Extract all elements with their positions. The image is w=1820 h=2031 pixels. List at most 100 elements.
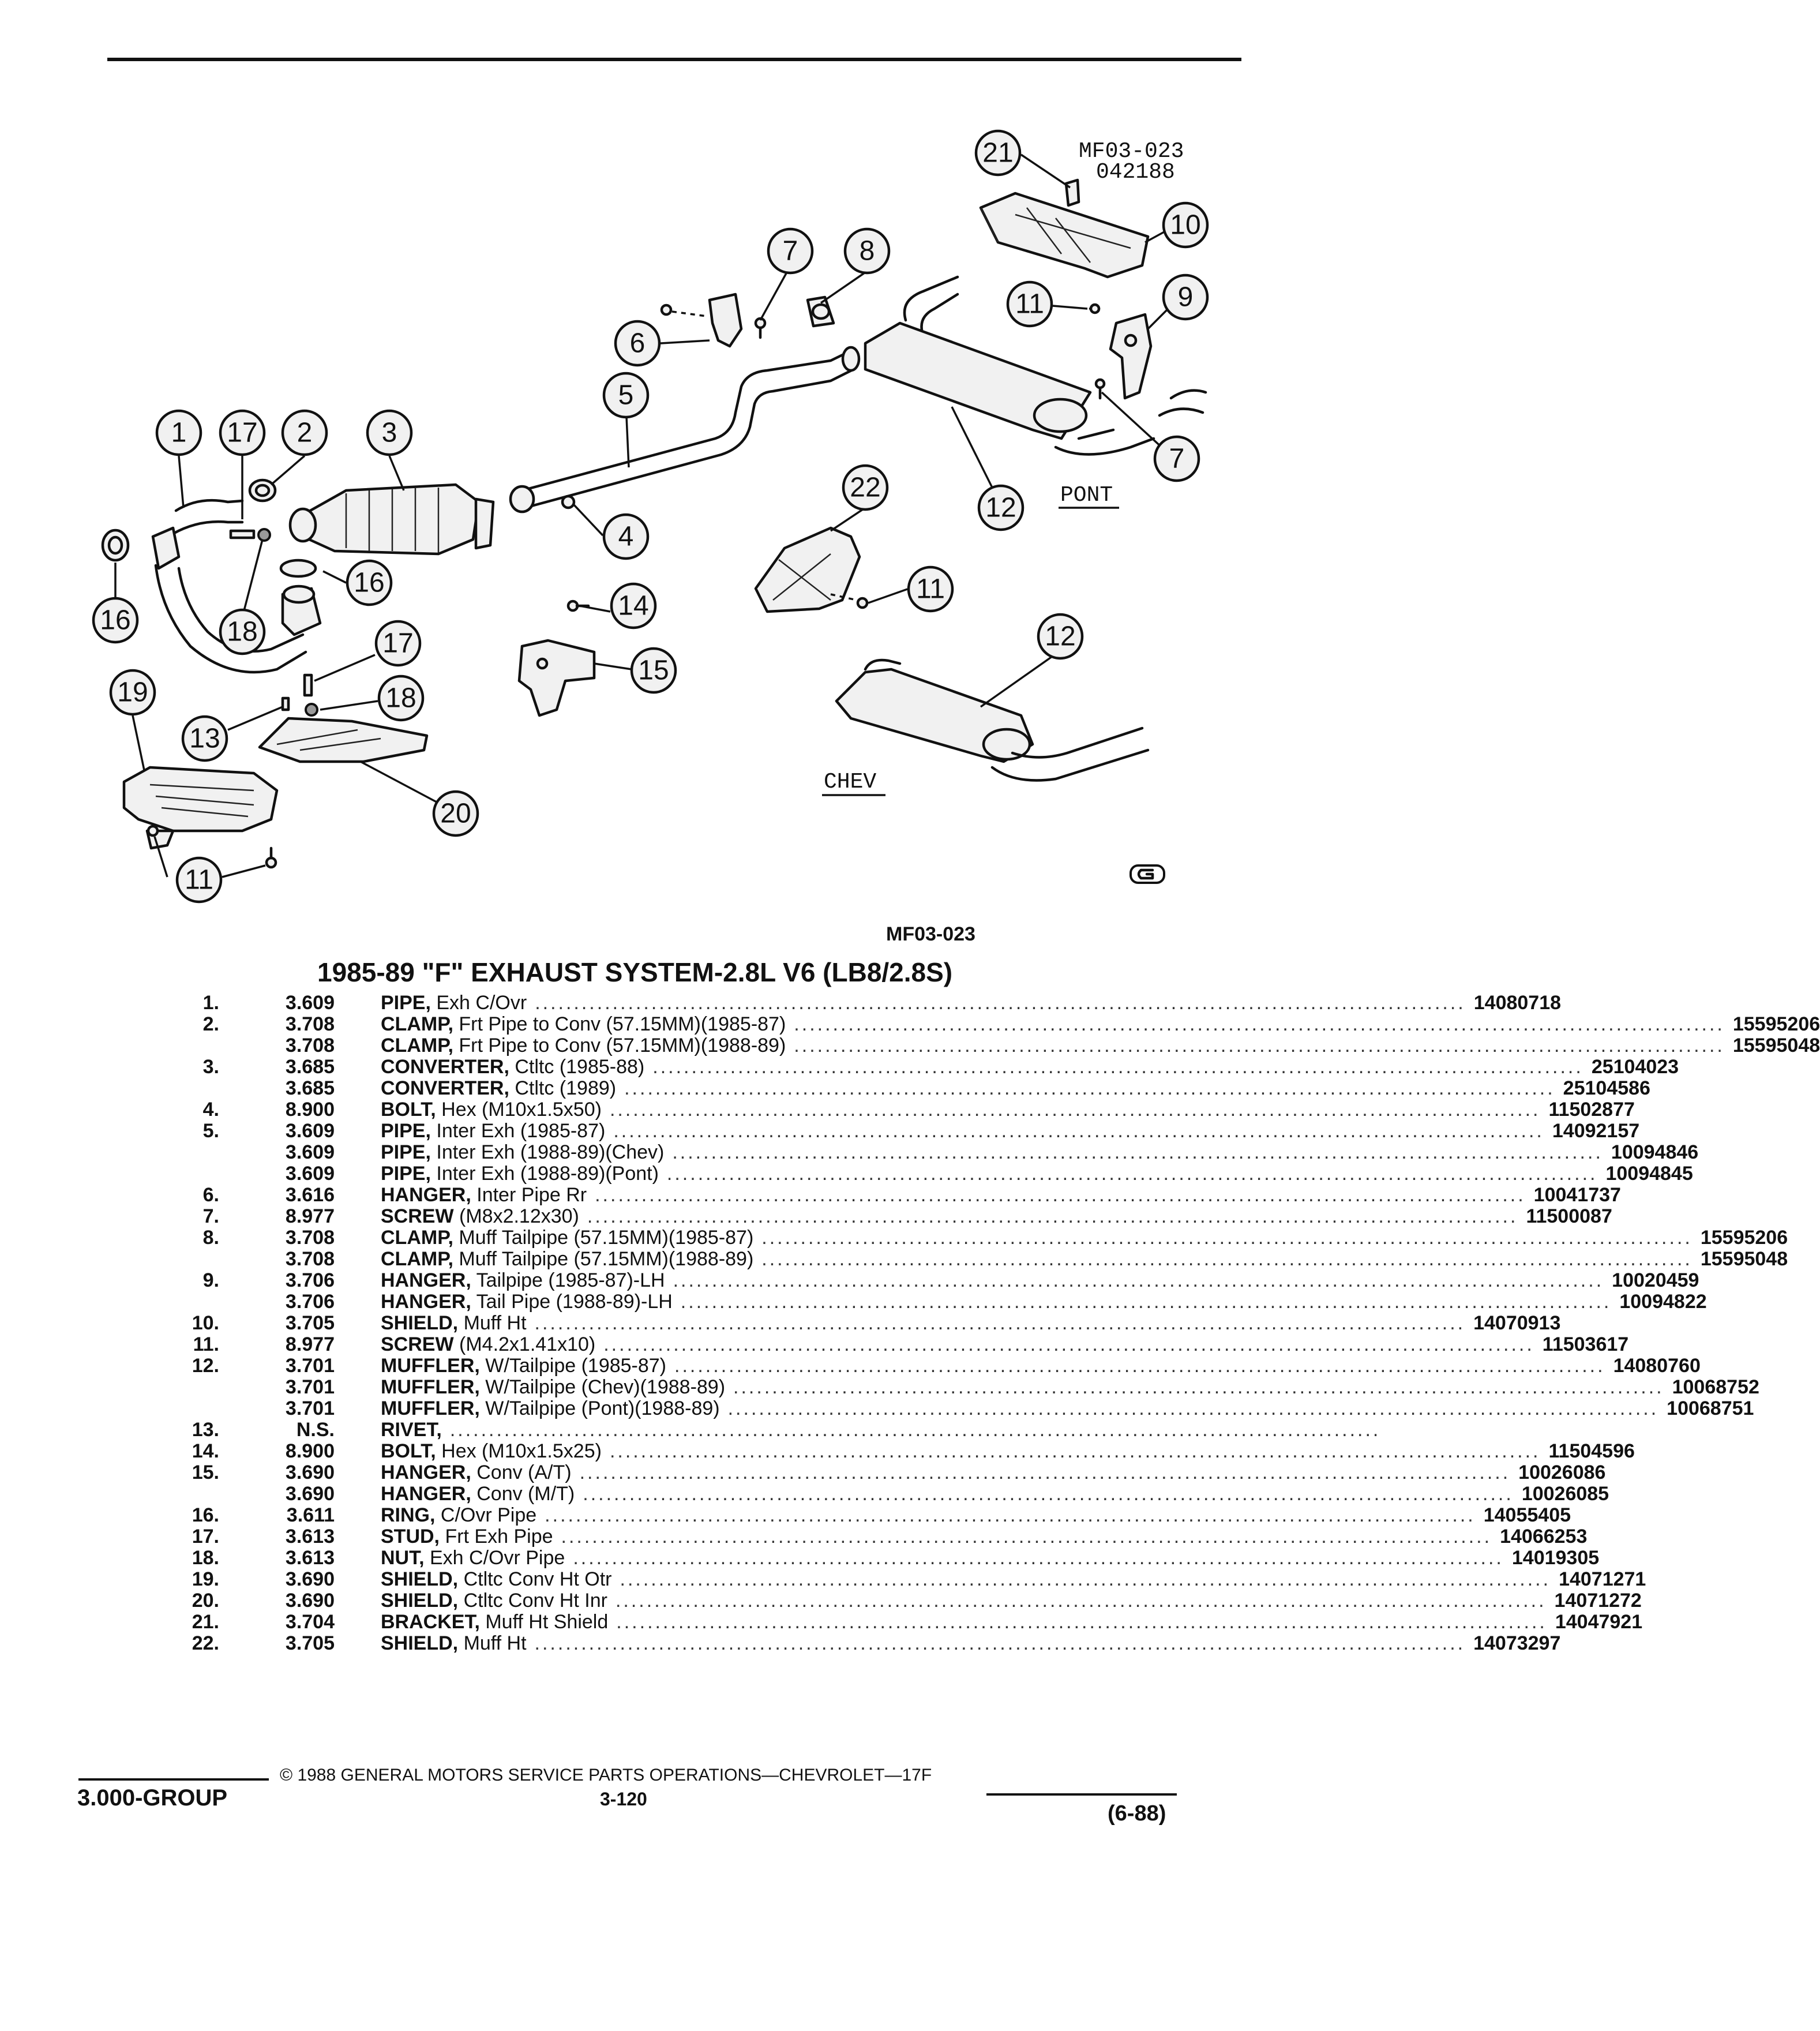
- part-name: PIPE,: [381, 1120, 431, 1142]
- svg-text:7: 7: [1169, 444, 1185, 474]
- part-name: PIPE,: [381, 1163, 431, 1185]
- part-group-number: 3.708: [285, 1227, 335, 1249]
- part-group-number: 8.977: [285, 1205, 335, 1227]
- svg-text:20: 20: [440, 799, 471, 829]
- part-detail: W/Tailpipe (1985-87): [479, 1355, 667, 1377]
- leader-dots: ........................................…: [587, 1205, 1518, 1227]
- part-detail: Frt Exh Pipe: [440, 1526, 553, 1547]
- part-description: SHIELD, Ctltc Conv Ht Inr...............…: [381, 1590, 1642, 1612]
- part-name: RING,: [381, 1504, 436, 1526]
- part-8-muffler-clamp: [806, 295, 835, 328]
- part-index: 7.: [202, 1205, 219, 1227]
- part-19-converter-shield-outer: [122, 766, 279, 850]
- part-2-clamp: [248, 478, 277, 503]
- part-description: MUFFLER, W/Tailpipe (Pont)(1988-89).....…: [381, 1398, 1754, 1419]
- part-index: 5.: [202, 1120, 219, 1142]
- part-detail: Ctltc Conv Ht Otr: [458, 1568, 612, 1590]
- part-group-number: 3.609: [285, 1163, 335, 1185]
- part-group-number: 3.706: [285, 1291, 335, 1313]
- svg-text:22: 22: [850, 473, 880, 503]
- callout-3: 3: [366, 409, 413, 456]
- part-index: 16.: [192, 1504, 219, 1526]
- footer-rule-left: [78, 1778, 269, 1781]
- leader-dots: ........................................…: [674, 1355, 1605, 1377]
- part-detail: Muff Tailpipe (57.15MM)(1988-89): [453, 1248, 754, 1270]
- svg-text:10: 10: [1170, 210, 1200, 241]
- part-detail: Tailpipe (1985-87)-LH: [471, 1269, 665, 1291]
- callout-9: 9: [1162, 273, 1209, 321]
- part-10-muffler-heat-shield: [979, 192, 1150, 279]
- part-group-number: 3.708: [285, 1013, 335, 1035]
- part-index: 19.: [192, 1568, 219, 1590]
- part-number: 25104023: [1591, 1056, 1679, 1078]
- part-16-ring-right: [279, 559, 317, 578]
- part-description: CLAMP, Muff Tailpipe (57.15MM)(1985-87).…: [381, 1227, 1788, 1249]
- part-5-intermediate-pipe: [509, 346, 861, 514]
- part-description: NUT, Exh C/Ovr Pipe.....................…: [381, 1547, 1599, 1569]
- part-detail: Frt Pipe to Conv (57.15MM)(1988-89): [453, 1035, 786, 1056]
- part-number: 14055405: [1483, 1504, 1571, 1526]
- part-name: CLAMP,: [381, 1035, 453, 1056]
- part-description: STUD, Frt Exh Pipe......................…: [381, 1526, 1587, 1547]
- part-11-screw-middle: [856, 597, 869, 609]
- part-number: 10026085: [1521, 1483, 1609, 1505]
- part-group-number: 3.706: [285, 1269, 335, 1291]
- callout-12-upper: 12: [977, 484, 1025, 531]
- part-group-number: 3.609: [285, 1120, 335, 1142]
- part-number: 14047921: [1555, 1611, 1643, 1633]
- part-group-number: 3.690: [285, 1568, 335, 1590]
- footer-copyright: © 1988 GENERAL MOTORS SERVICE PARTS OPER…: [280, 1766, 932, 1785]
- svg-text:4: 4: [618, 522, 634, 552]
- part-group-number: 3.701: [285, 1376, 335, 1398]
- part-description: PIPE, Exh C/Ovr.........................…: [381, 992, 1561, 1014]
- footer-page-number: 3-120: [600, 1789, 647, 1809]
- part-number: 11500087: [1526, 1205, 1612, 1227]
- part-name: CONVERTER,: [381, 1056, 509, 1078]
- part-index: 17.: [192, 1526, 219, 1547]
- part-16-ring-left: [101, 529, 130, 562]
- svg-text:11: 11: [916, 574, 945, 605]
- part-detail: Muff Ht: [458, 1312, 527, 1334]
- callout-11-lower-left: 11: [175, 856, 223, 904]
- callout-11-middle: 11: [907, 565, 954, 613]
- callout-4: 4: [602, 513, 650, 560]
- part-11-screw-lower-left: [147, 825, 277, 869]
- leader-dots: ........................................…: [615, 1590, 1547, 1612]
- part-description: PIPE, Inter Exh (1988-89)(Chev).........…: [381, 1142, 1698, 1163]
- part-name: BOLT,: [381, 1099, 436, 1121]
- part-detail: C/Ovr Pipe: [435, 1504, 537, 1526]
- leader-dots: ........................................…: [613, 1120, 1544, 1142]
- callout-5: 5: [602, 372, 650, 419]
- part-index: 21.: [192, 1611, 219, 1633]
- svg-text:2: 2: [297, 418, 313, 448]
- part-name: HANGER,: [381, 1483, 471, 1505]
- leader-dots: ........................................…: [609, 1099, 1541, 1121]
- part-detail: (M4.2x1.41x10): [453, 1333, 596, 1355]
- part-index: 1.: [202, 992, 219, 1014]
- part-9-tailpipe-hanger: [1109, 313, 1153, 400]
- callout-7-upper: 7: [767, 227, 814, 275]
- leader-dots: ........................................…: [534, 1632, 1466, 1654]
- part-name: SHIELD,: [381, 1590, 459, 1612]
- part-index: 18.: [192, 1547, 219, 1569]
- part-index: 15.: [192, 1462, 219, 1483]
- part-detail: (M8x2.12x30): [453, 1205, 579, 1227]
- svg-text:16: 16: [100, 605, 130, 636]
- part-number: 14080760: [1613, 1355, 1701, 1377]
- part-name: SCREW: [381, 1333, 454, 1355]
- part-index: 8.: [202, 1227, 219, 1249]
- part-name: PIPE,: [381, 992, 431, 1014]
- part-detail: Ctltc Conv Ht Inr: [458, 1590, 607, 1612]
- leader-dots: ........................................…: [794, 1035, 1725, 1056]
- svg-text:18: 18: [227, 617, 257, 647]
- parts-list: 1. 3.609 PIPE, Exh C/Ovr..................…: [156, 992, 1820, 1654]
- part-number: 15595048: [1700, 1248, 1788, 1270]
